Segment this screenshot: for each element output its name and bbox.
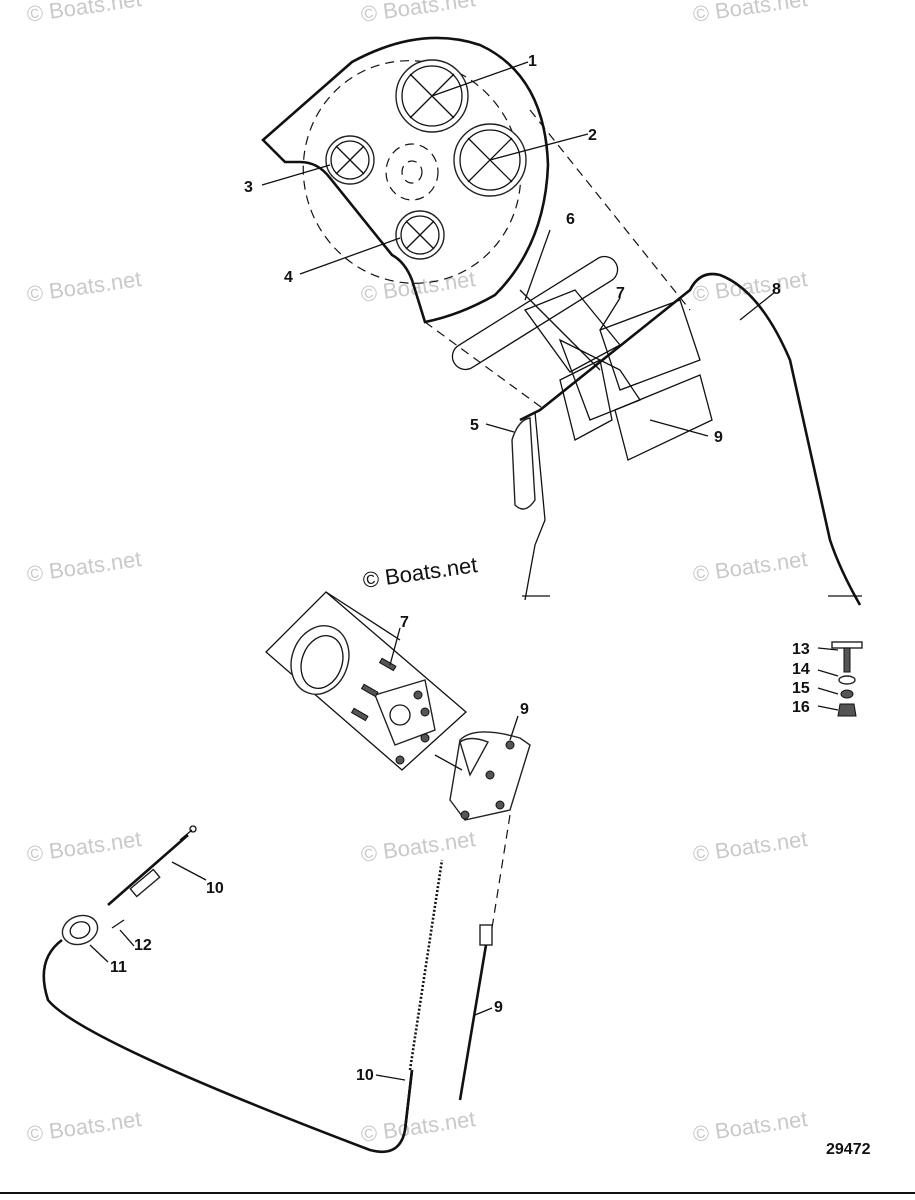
watermark: © Boats.net: [691, 1106, 809, 1147]
callout-16: 16: [792, 699, 810, 716]
watermark: © Boats.net: [25, 546, 143, 587]
figure-number: 29472: [826, 1141, 871, 1158]
grommet-11: [61, 914, 125, 946]
top-leaders: [261, 61, 776, 437]
cable-10-upper: [107, 825, 197, 906]
gauge-4: [395, 210, 445, 260]
watermark: © Boats.net: [359, 0, 477, 27]
watermark: © Boats.net: [691, 266, 809, 307]
callout-11: 11: [110, 959, 127, 976]
callout-10-lower: 10: [356, 1067, 374, 1084]
callout-15: 15: [792, 680, 810, 697]
watermark: © Boats.net: [691, 546, 809, 587]
cable-10-threaded: [403, 859, 444, 1131]
callout-14: 14: [792, 661, 810, 678]
callout-7-lower: 7: [400, 614, 409, 631]
callout-5: 5: [470, 417, 479, 434]
dash-components: [451, 255, 862, 606]
watermark: © Boats.net: [691, 826, 809, 867]
callout-10: 10: [206, 880, 224, 897]
callout-9: 9: [714, 429, 723, 446]
rod-9: [458, 814, 511, 1101]
watermark: © Boats.net: [25, 1106, 143, 1147]
callout-2: 2: [588, 127, 597, 144]
callout-7: 7: [616, 285, 625, 302]
watermark: © Boats.net: [691, 0, 809, 27]
copyright-text: © Boats.net: [361, 552, 479, 593]
callout-1: 1: [528, 53, 537, 70]
gauge-3: [325, 135, 375, 185]
gauge-panel: [261, 36, 691, 411]
watermark: © Boats.net: [359, 826, 477, 867]
callout-9-lower: 9: [520, 701, 529, 718]
callouts: 1 2 3 4 5 6 7 8 9 7 9 10 11 12 10 9 13 1…: [110, 53, 810, 1084]
callout-13: 13: [792, 641, 810, 658]
watermark: © Boats.net: [25, 826, 143, 867]
bottom-leaders: [89, 627, 839, 1081]
callout-3: 3: [244, 179, 253, 196]
throttle-assembly: [265, 591, 531, 821]
watermark: © Boats.net: [25, 266, 143, 307]
callout-9-rod: 9: [494, 999, 503, 1016]
callout-6: 6: [566, 211, 575, 228]
callout-12: 12: [134, 937, 152, 954]
watermark: © Boats.net: [359, 1106, 477, 1147]
watermark: © Boats.net: [25, 0, 143, 27]
hardware-stack: [831, 641, 863, 717]
callout-8: 8: [772, 281, 781, 298]
callout-4: 4: [284, 269, 293, 286]
